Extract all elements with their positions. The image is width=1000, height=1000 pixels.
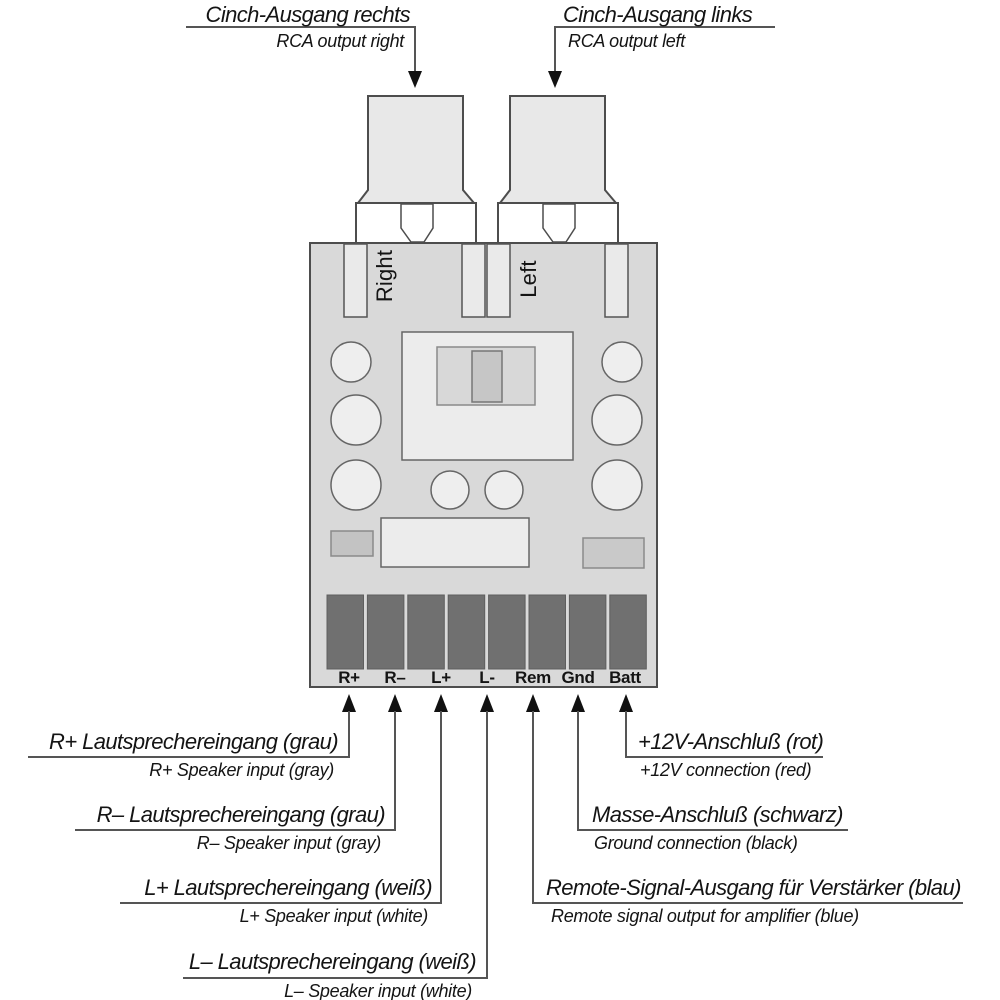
leader-l-minus xyxy=(183,711,488,979)
capacitor xyxy=(484,470,524,510)
annotation-power-de: +12V-Anschluß (rot) xyxy=(638,729,824,754)
annotation-ground-en: Ground connection (black) xyxy=(594,833,798,853)
leader-r-plus xyxy=(28,711,350,758)
annotation-r-plus-de: R+ Lautsprechereingang (grau) xyxy=(49,729,339,754)
rca-connector-right xyxy=(355,95,477,244)
leader-rca-right xyxy=(186,26,416,72)
arrow-up-icon xyxy=(342,694,356,712)
label-rca-output-right-de: Cinch-Ausgang rechts xyxy=(205,2,411,27)
leader-rca-left xyxy=(554,26,775,72)
capacitor xyxy=(591,394,643,446)
terminal-block xyxy=(528,594,566,670)
component-small-right xyxy=(582,537,645,569)
annotation-ground-de: Masse-Anschluß (schwarz) xyxy=(592,802,843,827)
terminal-block xyxy=(447,594,486,670)
arrow-up-icon xyxy=(388,694,402,712)
terminal-block xyxy=(326,594,364,670)
terminal-block xyxy=(568,594,607,670)
label-rca-output-right-en: RCA output right xyxy=(276,31,404,51)
terminal-label-r-minus: R– xyxy=(384,668,406,687)
leader-r-minus xyxy=(75,711,396,831)
leader-remote xyxy=(532,711,963,904)
rca-connector-left xyxy=(497,95,619,244)
annotation-l-minus-de: L– Lautsprechereingang (weiß) xyxy=(188,949,477,974)
capacitor xyxy=(330,459,382,511)
label-rca-output-left-en: RCA output left xyxy=(568,31,685,51)
component-relay xyxy=(380,517,530,568)
arrow-up-icon xyxy=(619,694,633,712)
annotation-remote-en: Remote signal output for amplifier (blue… xyxy=(551,906,859,926)
annotation-l-plus-en: L+ Speaker input (white) xyxy=(239,906,429,926)
leader-ground xyxy=(577,711,848,831)
terminal-label-l-plus: L+ xyxy=(431,668,451,687)
pin-slot xyxy=(486,243,511,318)
terminal-strip xyxy=(326,594,647,670)
capacitor xyxy=(330,394,382,446)
level-switch xyxy=(401,331,574,461)
arrow-up-icon xyxy=(434,694,448,712)
terminal-block xyxy=(609,594,647,670)
component-small-left xyxy=(330,530,374,557)
leader-lines-top xyxy=(186,26,775,72)
annotation-l-plus-de: L+ Lautsprechereingang (weiß) xyxy=(144,875,432,900)
pin-slot xyxy=(343,243,368,318)
channel-label-right: Right xyxy=(372,249,397,303)
capacitor xyxy=(591,459,643,511)
pin-slot xyxy=(604,243,629,318)
terminal-block xyxy=(488,594,526,670)
annotation-r-minus-de: R– Lautsprechereingang (grau) xyxy=(96,802,386,827)
terminal-label-l-minus: L- xyxy=(479,668,495,687)
terminal-label-batt: Batt xyxy=(609,668,641,687)
annotation-r-plus-en: R+ Speaker input (gray) xyxy=(149,760,334,780)
arrow-up-icon xyxy=(526,694,540,712)
pin-slots xyxy=(343,243,629,318)
pin-slot xyxy=(461,243,486,318)
rca-left-body xyxy=(497,95,619,204)
annotation-remote-de: Remote-Signal-Ausgang für Verstärker (bl… xyxy=(546,875,961,900)
capacitor xyxy=(601,341,643,383)
arrow-down-icon xyxy=(548,71,562,88)
terminal-arrows xyxy=(342,694,633,712)
arrow-down-icon xyxy=(408,71,422,88)
annotation-power-en: +12V connection (red) xyxy=(640,760,812,780)
terminal-block xyxy=(407,594,445,670)
terminal-label-rem: Rem xyxy=(515,668,551,687)
terminal-label-gnd: Gnd xyxy=(561,668,595,687)
leader-lines-bottom xyxy=(28,711,963,979)
arrow-up-icon xyxy=(480,694,494,712)
arrow-up-icon xyxy=(571,694,585,712)
capacitors xyxy=(330,341,643,511)
annotation-l-minus-en: L– Speaker input (white) xyxy=(284,981,472,1000)
switch-knob xyxy=(471,350,503,403)
rca-right-body xyxy=(355,95,477,204)
terminal-label-r-plus: R+ xyxy=(338,668,360,687)
capacitor xyxy=(430,470,470,510)
terminal-block xyxy=(366,594,405,670)
leader-l-plus xyxy=(120,711,442,904)
capacitor xyxy=(330,341,372,383)
leader-power xyxy=(625,711,823,758)
channel-label-left: Left xyxy=(516,260,541,298)
annotation-r-minus-en: R– Speaker input (gray) xyxy=(196,833,382,853)
label-rca-output-left-de: Cinch-Ausgang links xyxy=(563,2,753,27)
